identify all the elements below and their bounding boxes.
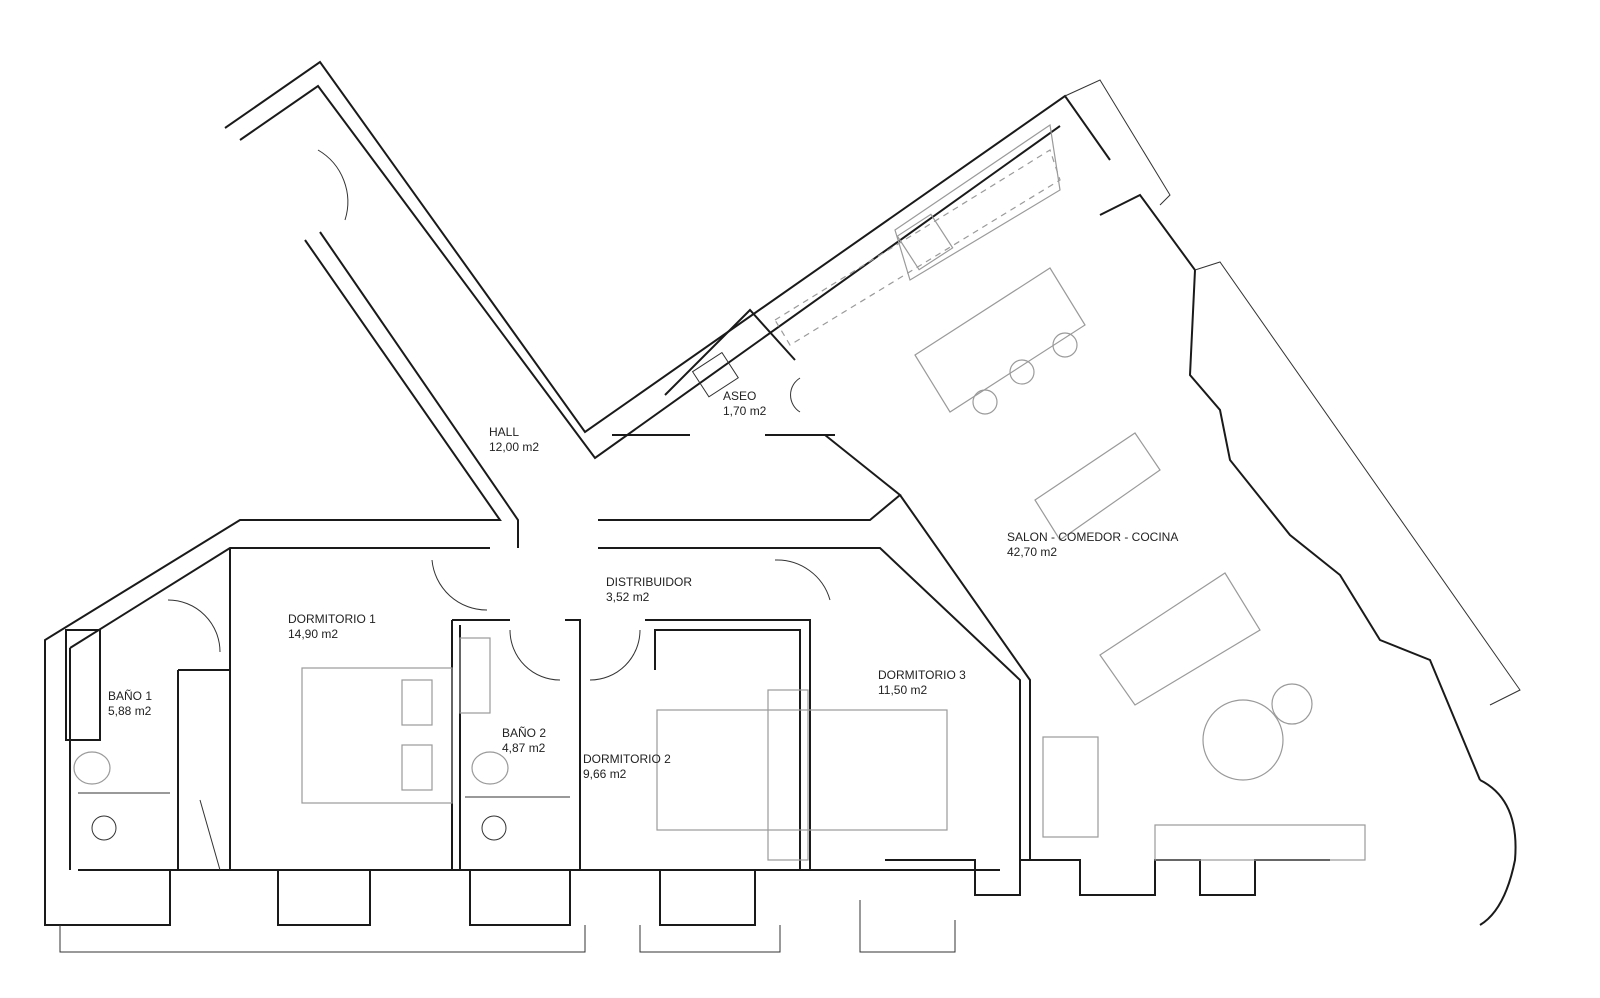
room-area: 12,00 m2 <box>489 440 540 454</box>
furniture <box>65 123 1366 861</box>
room-name: SALON - COMEDOR - COCINA <box>1007 530 1179 544</box>
room-area: 1,70 m2 <box>723 404 767 418</box>
room-name: DORMITORIO 3 <box>878 668 966 682</box>
room-name: DISTRIBUIDOR <box>606 575 693 589</box>
room-name: BAÑO 1 <box>108 689 153 703</box>
room-name: DORMITORIO 2 <box>583 752 671 766</box>
doors <box>167 149 831 871</box>
room-area: 11,50 m2 <box>878 683 928 697</box>
balconies <box>59 79 1521 953</box>
walls <box>44 60 1517 926</box>
room-area: 5,88 m2 <box>108 704 152 718</box>
room-area: 14,90 m2 <box>288 627 339 641</box>
room-name: ASEO <box>723 389 757 403</box>
room-name: DORMITORIO 1 <box>288 612 376 626</box>
room-name: HALL <box>489 425 520 439</box>
room-area: 4,87 m2 <box>502 741 546 755</box>
room-area: 42,70 m2 <box>1007 545 1058 559</box>
room-name: BAÑO 2 <box>502 726 547 740</box>
room-area: 3,52 m2 <box>606 590 650 604</box>
room-area: 9,66 m2 <box>583 767 627 781</box>
